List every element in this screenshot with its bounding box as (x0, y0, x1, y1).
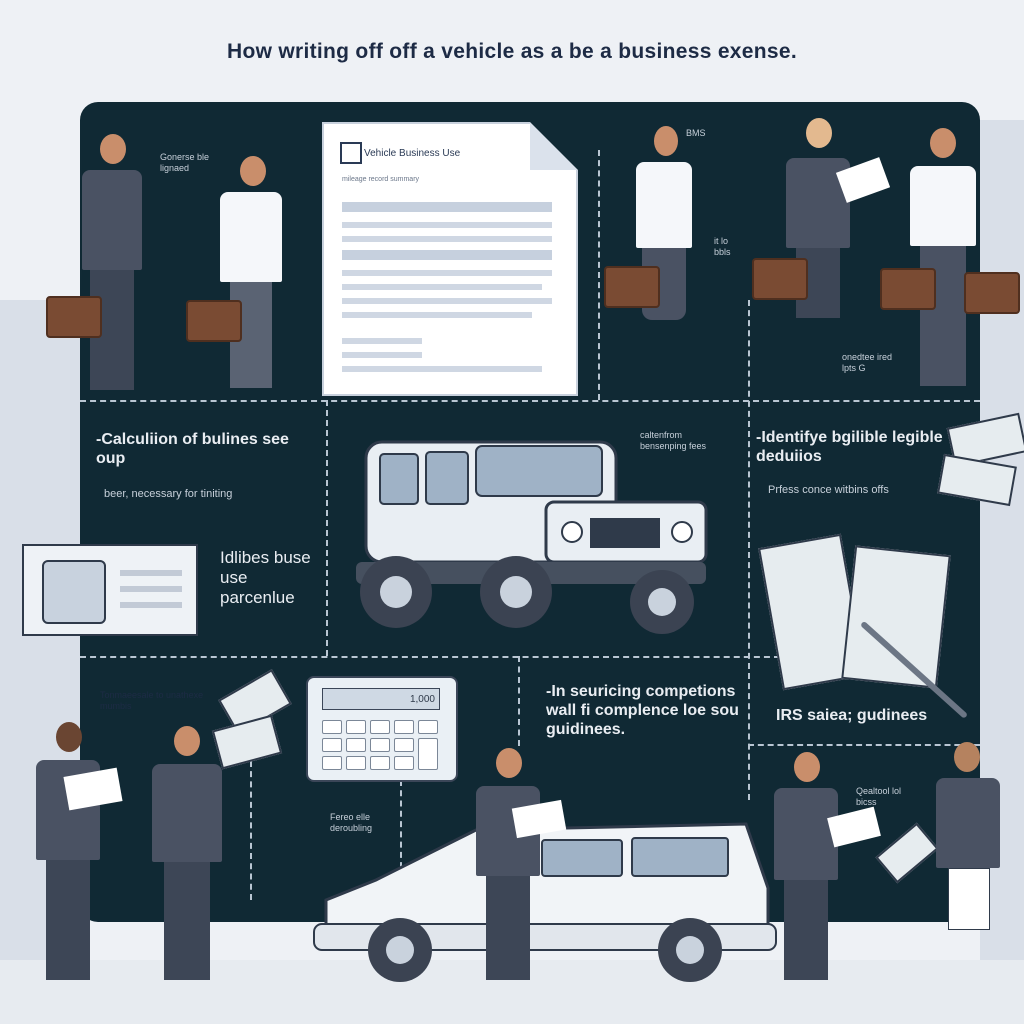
divider-line (748, 744, 980, 746)
document-line (342, 338, 422, 344)
briefcase-icon (46, 296, 102, 338)
document-line (342, 222, 552, 228)
divider-line (518, 656, 520, 746)
calculator-key (394, 738, 414, 752)
money-bill-icon (841, 545, 951, 689)
card-stripe (120, 570, 182, 576)
calculator-key (370, 738, 390, 752)
document-line (342, 312, 532, 318)
right-note-top: BMS (686, 128, 706, 138)
businessman-figure (898, 128, 988, 392)
calculator-key (394, 720, 414, 734)
businessman-figure (768, 752, 848, 984)
calculator-key (322, 738, 342, 752)
divider-line (400, 780, 402, 940)
divider-line (80, 656, 780, 658)
calculator-key (370, 720, 390, 734)
document-line (342, 270, 552, 276)
calculator-screen: 1,000 (322, 688, 440, 710)
document-line (342, 284, 542, 290)
calculator-key (418, 738, 438, 770)
business-use-card (22, 544, 198, 636)
calculator-icon: 1,000 (306, 676, 458, 782)
calculator-key (322, 756, 342, 770)
calculator-note: Tonmaeesale to unathexe mumbis (100, 690, 204, 711)
businessman-figure (470, 748, 550, 984)
businessman-figure (206, 156, 296, 392)
document-band (342, 250, 552, 260)
briefcase-icon (604, 266, 660, 308)
document-title: Vehicle Business Use (364, 148, 461, 159)
calculation-subtext: beer, necessary for tiniting (104, 488, 233, 500)
calculator-key (346, 720, 366, 734)
right-note-mid: it lo bbls (714, 236, 731, 257)
business-use-card-label: Idlibes buse use parcenlue (220, 548, 311, 607)
document-line (342, 236, 552, 242)
businesswoman-figure (930, 742, 1010, 984)
right-note-mid-2: onedtee ired lpts G (842, 352, 893, 373)
bottom-note: Fereo elle deroubling (330, 812, 373, 833)
securing-compliance-text: -In seuricing competions wall fi complen… (546, 683, 739, 738)
document-line (342, 366, 542, 372)
person-avatar-icon (42, 560, 106, 624)
divider-line (326, 400, 328, 656)
document-fold (530, 122, 578, 170)
calculator-key (346, 756, 366, 770)
identify-heading: -Identifye bgilible legible deduiios (756, 429, 943, 465)
briefcase-icon (880, 268, 936, 310)
jeep-vehicle (356, 440, 708, 634)
irs-guidelines-text: IRS saiea; gudinees (776, 707, 928, 724)
vehicle-document: Vehicle Business Use mileage record summ… (322, 122, 578, 396)
divider-line (748, 300, 750, 800)
businessman-figure (30, 722, 110, 984)
card-stripe (120, 586, 182, 592)
calculator-key (322, 720, 342, 734)
divider-line (598, 150, 600, 400)
right-bottom-note: Qealtool lol bicss (856, 786, 902, 807)
divider-line (80, 400, 980, 402)
briefcase-icon (964, 272, 1020, 314)
document-band (342, 202, 552, 212)
calculator-key (418, 720, 438, 734)
calculation-heading: -Calculiion of bulines see oup (96, 431, 289, 467)
document-line (342, 352, 422, 358)
calculator-key (370, 756, 390, 770)
identify-subtext: Prfess conce witbins offs (768, 484, 889, 496)
jeep-note: caltenfrom bensenping fees (640, 430, 707, 451)
businessman-figure (146, 726, 230, 984)
calculator-key (394, 756, 414, 770)
briefcase-icon (186, 300, 242, 342)
top-left-note: Gonerse ble lignaed (160, 152, 210, 173)
card-stripe (120, 602, 182, 608)
briefcase-icon (752, 258, 808, 300)
divider-line (250, 720, 252, 900)
document-subtitle: mileage record summary (342, 176, 420, 183)
businesswoman-figure (774, 118, 864, 392)
calculator-key (346, 738, 366, 752)
document-line (342, 298, 552, 304)
page-title: How writing off off a vehicle as a be a … (227, 40, 797, 63)
businesswoman-figure (620, 126, 710, 392)
businessman-figure (66, 134, 156, 396)
suv-vehicle (313, 822, 777, 982)
document-logo-icon (340, 142, 362, 164)
